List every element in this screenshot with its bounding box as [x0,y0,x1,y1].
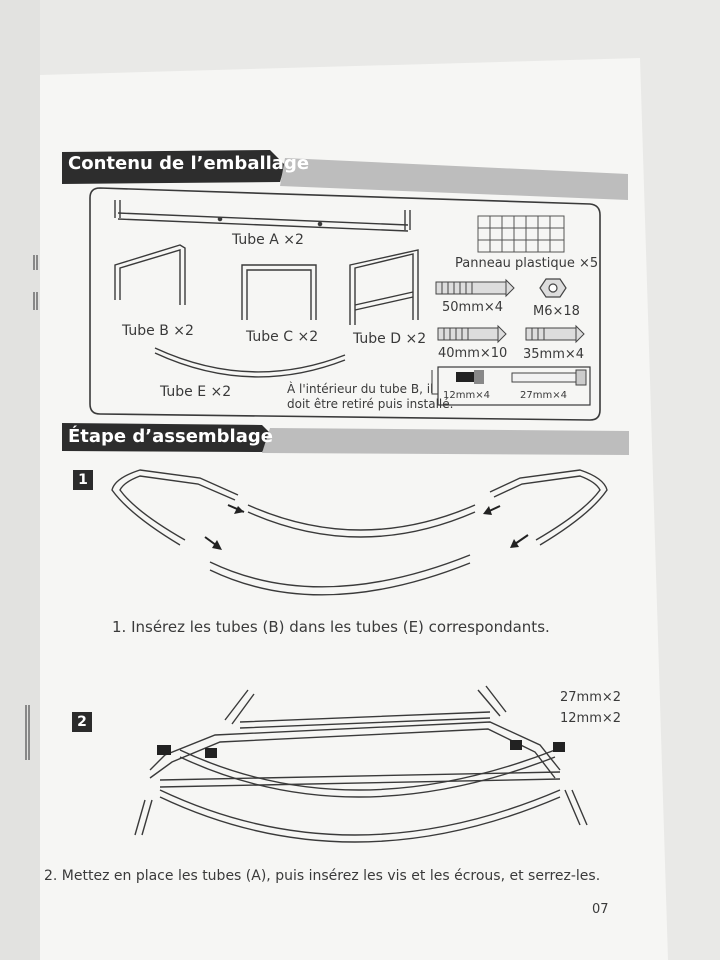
contents-title: Contenu de l’emballage [68,153,310,174]
step-1-text: 1. Insérez les tubes (B) dans les tubes … [112,618,550,636]
note-line-1: À l'intérieur du tube B, il [287,382,434,396]
note-line-2: doit être retiré puis installé. [287,397,454,411]
tube-d-drawing [349,249,419,325]
screw-12-label: 12mm×4 [443,390,490,401]
tube-c-drawing [241,264,317,320]
bolt-40-label: 40mm×10 [438,346,508,361]
assembly-header-bar [62,423,629,455]
staple-icon [25,255,38,760]
step-2-hardware-27: 27mm×2 [560,690,622,705]
screw-icon [157,740,565,758]
nut-drawing [539,278,567,298]
contents-header-bar [62,150,628,200]
step-2-hardware-12: 12mm×2 [560,711,622,726]
page-number: 07 [592,902,609,917]
tube-e-label: Tube E ×2 [160,384,232,400]
long-bolt-label: 27mm×4 [520,390,567,401]
tube-e-drawing [154,347,346,378]
bolt-35-drawing [525,324,585,344]
tube-b-label: Tube B ×2 [122,323,194,339]
tube-a-drawing [114,200,411,232]
plastic-panel-drawing [477,215,565,253]
panel-label: Panneau plastique ×5 [455,256,599,271]
step-2-number: 2 [72,712,92,732]
step2-drawing [134,685,588,843]
tube-a-label: Tube A ×2 [232,232,304,248]
bolt-50-label: 50mm×4 [442,300,504,315]
bolt-50-drawing [435,278,515,298]
step-2-text: 2. Mettez en place les tubes (A), puis i… [44,868,601,884]
tube-d-label: Tube D ×2 [353,331,427,347]
step1-drawing [111,469,608,596]
step-1-number: 1 [73,470,93,490]
nut-label: M6×18 [533,304,580,319]
assembly-title: Étape d’assemblage [68,426,273,447]
tube-c-label: Tube C ×2 [246,329,319,345]
tube-b-drawing [114,244,186,305]
long-bolt-drawing [511,369,587,386]
bolt-40-drawing [437,324,507,344]
arrow-icon [212,506,519,550]
contents-frame [89,187,601,421]
bolt-35-label: 35mm×4 [523,347,585,362]
screw-12-drawing [456,370,484,384]
hardware-inset-frame [437,366,591,406]
